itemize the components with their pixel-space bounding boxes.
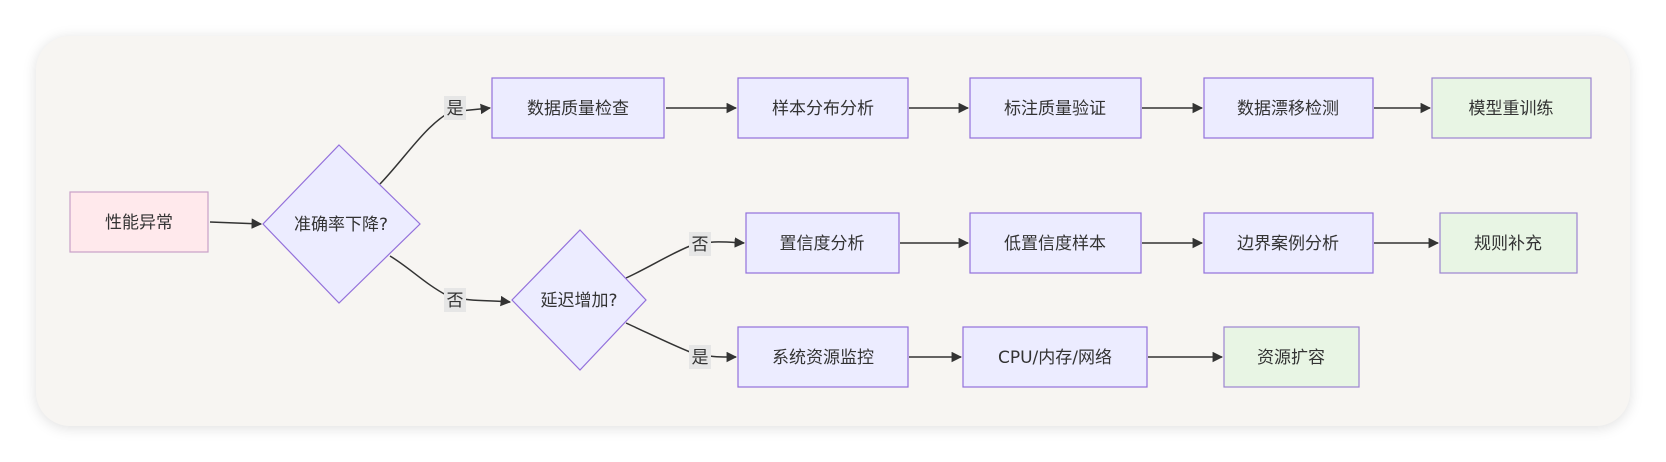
node-data-drift-label: 数据漂移检测	[1237, 99, 1339, 119]
node-edge-case-analysis[interactable]	[1203, 212, 1374, 274]
node-system-monitoring[interactable]	[737, 326, 909, 388]
node-sample-distribution-label: 样本分布分析	[772, 99, 874, 119]
edge-latency-yes	[625, 322, 738, 363]
nodes: 性能异常 准确率下降? 延迟增加? 数据质量检查 样本分布分析 标注质量验证 数…	[69, 77, 1592, 388]
node-confidence-analysis-label: 置信度分析	[780, 234, 865, 254]
node-model-retrain-label: 模型重训练	[1469, 99, 1554, 119]
decision-latency-increase-label: 延迟增加?	[540, 291, 617, 311]
decision-latency-increase[interactable]	[511, 229, 647, 371]
edge-perf-to-accuracy	[209, 218, 263, 229]
edge-accuracy-yes	[379, 103, 492, 185]
node-label-quality-label: 标注质量验证	[1004, 99, 1106, 119]
node-edge-case-analysis-label: 边界案例分析	[1237, 234, 1339, 254]
edge-label-latency-yes: 是	[692, 348, 709, 368]
edge-label-bg	[689, 345, 711, 369]
node-resource-scaling[interactable]	[1223, 326, 1360, 388]
node-rule-supplement-label: 规则补充	[1474, 234, 1542, 254]
node-system-monitoring-label: 系统资源监控	[772, 348, 874, 368]
node-low-confidence-samples-label: 低置信度样本	[1004, 234, 1106, 254]
edge-latency-no	[625, 237, 746, 279]
node-perf-anomaly-label: 性能异常	[105, 213, 173, 233]
node-data-quality-check-label: 数据质量检查	[527, 99, 629, 119]
edge-label-accuracy-yes: 是	[447, 99, 464, 119]
node-perf-anomaly[interactable]	[69, 191, 209, 253]
node-data-quality-check[interactable]	[491, 77, 665, 139]
edge-label-bg	[444, 96, 466, 120]
node-model-retrain[interactable]	[1431, 77, 1592, 139]
edge-label-latency-no: 否	[692, 235, 709, 255]
node-rule-supplement[interactable]	[1439, 212, 1578, 274]
edge-label-accuracy-no: 否	[447, 291, 464, 311]
edge-label-bg	[689, 232, 711, 256]
decision-accuracy-drop[interactable]	[262, 144, 421, 304]
edge-label-bg	[444, 288, 466, 312]
edge-labels: 是 否 否 是	[444, 96, 711, 369]
node-confidence-analysis[interactable]	[745, 212, 900, 274]
node-resource-scaling-label: 资源扩容	[1257, 348, 1325, 368]
node-cpu-mem-net[interactable]	[962, 326, 1148, 388]
decision-accuracy-drop-label: 准确率下降?	[294, 215, 388, 235]
node-low-confidence-samples[interactable]	[969, 212, 1142, 274]
node-cpu-mem-net-label: CPU/内存/网络	[998, 348, 1112, 368]
node-sample-distribution[interactable]	[737, 77, 909, 139]
node-data-drift[interactable]	[1203, 77, 1374, 139]
node-label-quality[interactable]	[969, 77, 1142, 139]
